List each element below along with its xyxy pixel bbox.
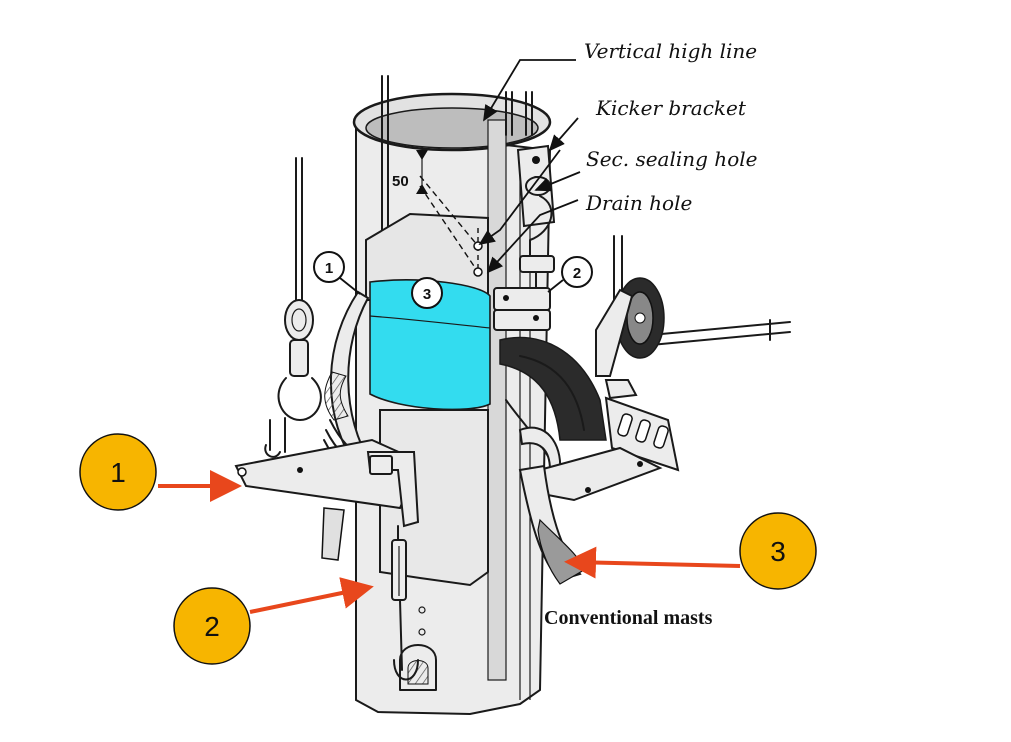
hole-indicators bbox=[419, 175, 483, 277]
label-drain-hole: Drain hole bbox=[585, 191, 692, 215]
label-vertical-high-line: Vertical high line bbox=[584, 39, 757, 63]
inline-marker-2: 2 bbox=[547, 256, 593, 293]
left-rigging bbox=[264, 157, 322, 458]
dimension-label: 50 bbox=[392, 173, 409, 190]
label-kicker-bracket: Kicker bracket bbox=[595, 96, 747, 120]
inline-marker-1-label: 1 bbox=[325, 260, 333, 277]
right-rigging bbox=[595, 235, 791, 400]
inline-marker-3: 3 bbox=[411, 277, 443, 309]
badge-1-label: 1 bbox=[110, 457, 126, 488]
inline-marker-2-label: 2 bbox=[573, 265, 581, 282]
caption-conventional-masts: Conventional masts bbox=[544, 607, 713, 629]
badge-2-label: 2 bbox=[204, 611, 220, 642]
label-sec-sealing-hole: Sec. sealing hole bbox=[586, 147, 757, 171]
badge-1: 1 bbox=[79, 433, 242, 511]
left-plate bbox=[234, 438, 420, 681]
dimension-50: 50 bbox=[392, 150, 428, 194]
right-collar bbox=[493, 287, 607, 471]
badge-3: 3 bbox=[564, 512, 817, 590]
kicker-bracket-part bbox=[516, 144, 556, 291]
badge-2: 2 bbox=[173, 577, 374, 665]
inline-marker-1: 1 bbox=[313, 251, 361, 295]
inline-marker-3-label: 3 bbox=[423, 286, 431, 303]
leader-lines bbox=[478, 59, 581, 274]
left-strap bbox=[323, 290, 374, 481]
badge-3-label: 3 bbox=[770, 536, 786, 567]
